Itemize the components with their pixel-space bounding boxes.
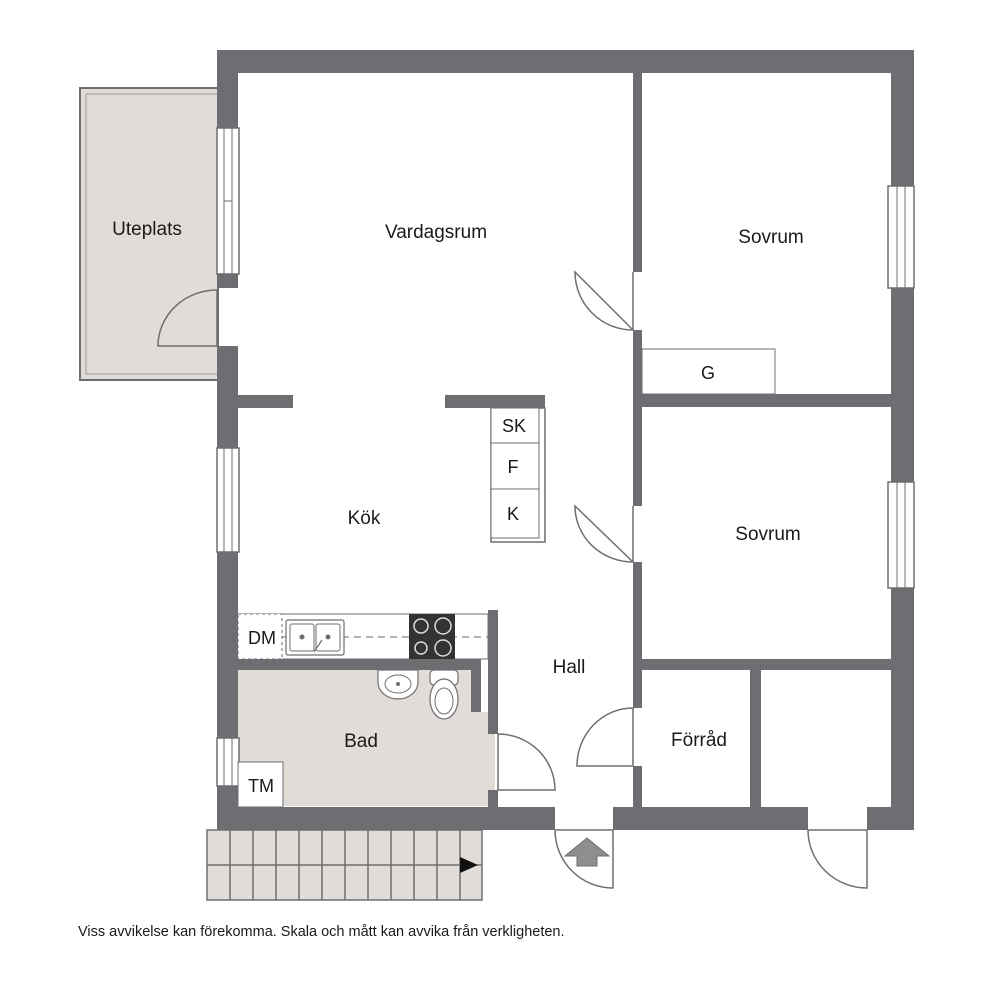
doors xyxy=(157,270,868,889)
fixture-label-dm: DM xyxy=(248,628,276,648)
wardrobe xyxy=(641,348,776,395)
door-bathroom xyxy=(497,733,556,791)
stairs-arrow-icon xyxy=(460,857,478,873)
fixture-label-g: G xyxy=(701,363,715,383)
sink-icon xyxy=(285,619,345,656)
room-label-uteplats: Uteplats xyxy=(112,219,182,240)
disclaimer-text: Viss avvikelse kan förekomma. Skala och … xyxy=(78,924,565,940)
door-outside-storage xyxy=(807,829,868,889)
washing-machine xyxy=(237,761,284,808)
room-label-sovrum-lower: Sovrum xyxy=(735,524,800,545)
fixture-label-tm: TM xyxy=(248,776,274,796)
fixture-label-f: F xyxy=(508,457,519,477)
room-label-kok: Kök xyxy=(348,508,381,529)
kitchen-counter xyxy=(237,613,490,660)
windows xyxy=(216,127,915,787)
stove-icon xyxy=(409,614,455,659)
fixture-label-sk: SK xyxy=(502,416,526,436)
room-label-hall: Hall xyxy=(553,657,586,678)
door-entrance xyxy=(554,829,614,889)
entrance-arrow-icon xyxy=(563,837,611,867)
door-patio xyxy=(157,289,218,347)
window xyxy=(216,447,240,553)
stairs xyxy=(206,829,483,901)
window xyxy=(887,185,915,289)
toilet-icon xyxy=(429,669,459,720)
window xyxy=(887,481,915,589)
window xyxy=(216,127,240,275)
room-label-bad: Bad xyxy=(344,731,378,752)
door-bedroom-lower xyxy=(574,504,634,564)
door-bedroom-upper xyxy=(574,270,634,332)
fixture-label-k: K xyxy=(507,504,519,524)
door-storage xyxy=(576,707,634,767)
room-label-sovrum-upper: Sovrum xyxy=(738,227,803,248)
patio xyxy=(79,87,219,381)
window xyxy=(216,737,240,787)
room-label-vardagsrum: Vardagsrum xyxy=(385,222,487,243)
room-label-forrad: Förråd xyxy=(671,730,727,751)
tall-unit xyxy=(490,407,546,543)
washbasin-icon xyxy=(377,669,419,700)
